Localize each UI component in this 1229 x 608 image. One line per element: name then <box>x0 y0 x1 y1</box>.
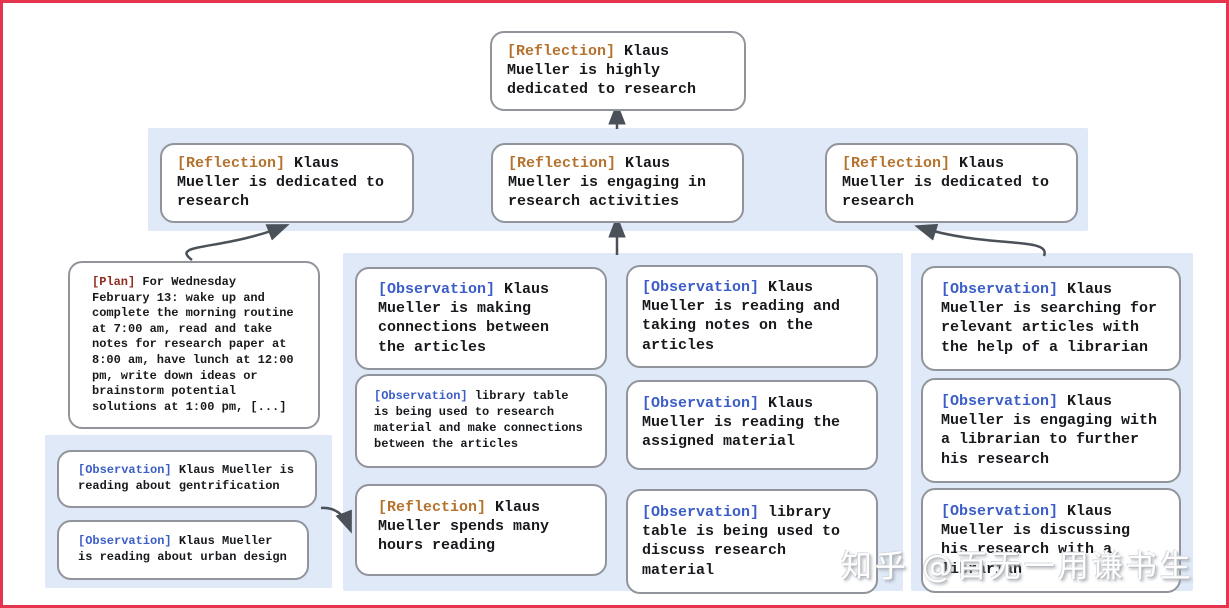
node-text: Klaus Mueller is reading the assigned ma… <box>642 395 841 451</box>
observation-tag: [Observation] <box>78 534 172 548</box>
observation-tag: [Observation] <box>378 281 496 298</box>
node-observation-library-table-research: [Observation] library table is being use… <box>355 374 607 468</box>
node-observation-urban-design: [Observation] Klaus Mueller is reading a… <box>57 520 309 580</box>
zhihu-watermark: 知乎 @百无一用谦书生 <box>841 549 1194 585</box>
node-text: Klaus Mueller is making connections betw… <box>378 281 550 356</box>
node-reflection-root: [Reflection] Klaus Mueller is highly ded… <box>490 31 746 111</box>
node-text: Klaus Mueller is dedicated to research <box>842 155 1050 211</box>
node-reflection-left: [Reflection] Klaus Mueller is dedicated … <box>160 143 414 223</box>
node-observation-making-connections: [Observation] Klaus Mueller is making co… <box>355 267 607 370</box>
node-text: Klaus Mueller is reading about urban des… <box>78 534 287 564</box>
observation-tag: [Observation] <box>642 395 760 412</box>
node-observation-gentrification: [Observation] Klaus Mueller is reading a… <box>57 450 317 508</box>
node-text: Klaus Mueller is searching for relevant … <box>941 281 1158 356</box>
node-text: library table is being used to research … <box>374 389 583 451</box>
observation-tag: [Observation] <box>78 463 172 477</box>
node-text: Klaus Mueller is engaging with a librari… <box>941 393 1158 468</box>
plan-tag: [Plan] <box>92 275 136 289</box>
node-text: Klaus Mueller is discussing his research… <box>941 503 1131 578</box>
node-plan: [Plan] For Wednesday February 13: wake u… <box>68 261 320 430</box>
node-observation-discussing-librarian: [Observation] Klaus Mueller is discussin… <box>921 488 1181 593</box>
node-observation-searching-articles: [Observation] Klaus Mueller is searching… <box>921 266 1181 371</box>
reflection-tag: [Reflection] <box>378 499 487 516</box>
reflection-tag: [Reflection] <box>177 155 286 172</box>
node-observation-engaging-librarian: [Observation] Klaus Mueller is engaging … <box>921 378 1181 483</box>
node-reflection-middle: [Reflection] Klaus Mueller is engaging i… <box>491 143 744 223</box>
node-observation-taking-notes: [Observation] Klaus Mueller is reading a… <box>626 265 878 368</box>
node-reflection-hours-reading: [Reflection] Klaus Mueller spends many h… <box>355 484 607 576</box>
observation-tag: [Observation] <box>642 279 760 296</box>
reflection-tag: [Reflection] <box>842 155 951 172</box>
observation-tag: [Observation] <box>642 504 760 521</box>
node-text: Klaus Mueller is dedicated to research <box>177 155 385 211</box>
node-text: For Wednesday February 13: wake up and c… <box>92 275 294 414</box>
observation-tag: [Observation] <box>374 389 468 403</box>
node-text: Klaus Mueller is engaging in research ac… <box>508 155 707 211</box>
node-reflection-right: [Reflection] Klaus Mueller is dedicated … <box>825 143 1078 223</box>
reflection-tag: [Reflection] <box>508 155 617 172</box>
node-text: Klaus Mueller is reading and taking note… <box>642 279 841 354</box>
arrow-plan-to-left-reflection <box>185 224 290 262</box>
node-text: Klaus Mueller spends many hours reading <box>378 499 550 555</box>
observation-tag: [Observation] <box>941 281 1059 298</box>
node-text: Klaus Mueller is highly dedicated to res… <box>507 43 697 99</box>
observation-tag: [Observation] <box>941 393 1059 410</box>
node-observation-assigned-material: [Observation] Klaus Mueller is reading t… <box>626 380 878 470</box>
arrow-right-to-right-reflection <box>914 223 1046 257</box>
node-observation-library-table-discuss: [Observation] library table is being use… <box>626 489 878 594</box>
node-text: library table is being used to discuss r… <box>642 504 841 579</box>
reflection-tag: [Reflection] <box>507 43 616 60</box>
observation-tag: [Observation] <box>941 503 1059 520</box>
node-text: Klaus Mueller is reading about gentrific… <box>78 463 295 493</box>
